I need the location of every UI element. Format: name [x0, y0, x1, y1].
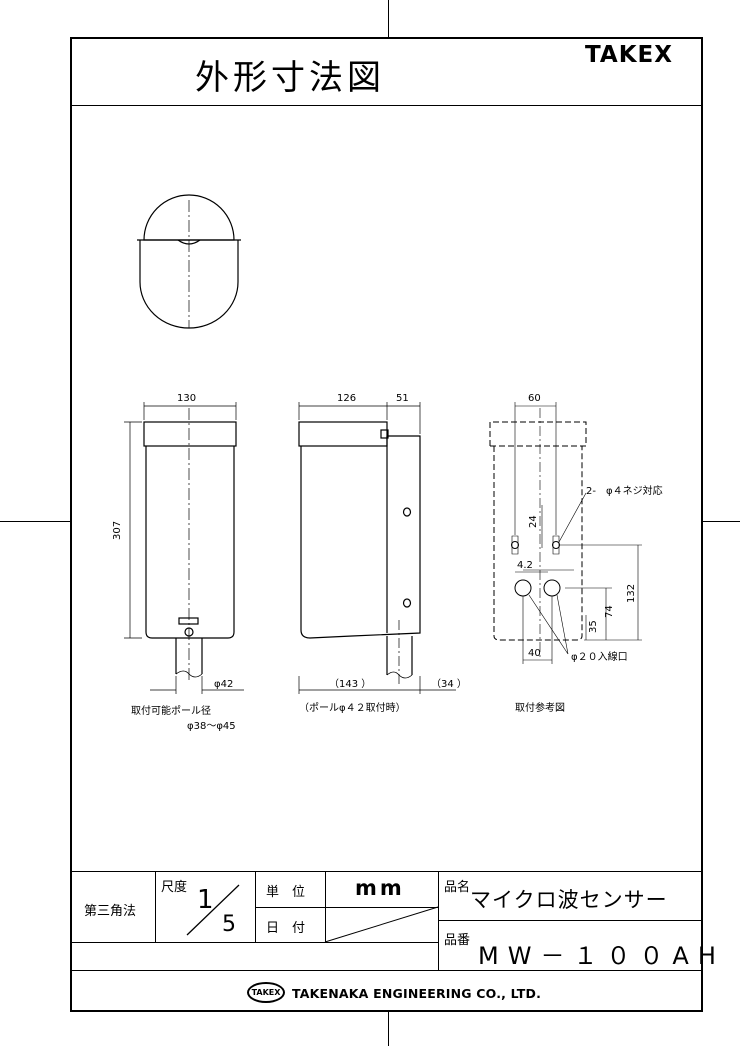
brand-logo: TAKEX [585, 42, 673, 68]
product-name-label: 品名 [444, 880, 471, 895]
front-height-label: 307 [112, 521, 123, 540]
product-name: マイクロ波センサー [470, 888, 668, 912]
back-width-label: 60 [528, 393, 541, 404]
title-block-lower [70, 942, 438, 943]
title-block-top [70, 871, 703, 872]
title-block-col1 [155, 871, 156, 942]
header-divider [70, 105, 703, 106]
dim-35-label: 35 [588, 620, 599, 633]
page-title: 外形寸法図 [195, 58, 385, 98]
dim-74-label: 74 [604, 605, 615, 618]
dim-42-label: 4.2 [517, 560, 533, 571]
scale-label: 尺度 [161, 880, 188, 895]
title-block-col2 [255, 871, 256, 942]
back-view [489, 402, 642, 664]
unit-value: mm [355, 876, 405, 900]
entry-label: φ２０入線口 [571, 650, 628, 663]
drawing-frame [70, 37, 703, 1012]
pole-range-value: φ38～φ45 [187, 721, 236, 732]
product-code-label: 品番 [444, 933, 471, 948]
pole-dia-label: φ42 [214, 679, 233, 690]
title-block-col3 [325, 871, 326, 942]
side-extra-label: 51 [396, 393, 409, 404]
right-center-mark [703, 521, 740, 522]
top-center-mark [388, 0, 389, 37]
title-block-mid [255, 907, 438, 908]
left-center-mark [0, 521, 70, 522]
date-label: 日 付 [266, 921, 306, 936]
title-block-col4 [438, 871, 439, 970]
title-block-bottom [70, 970, 703, 971]
screw-label: 2- φ４ネジ対応 [586, 484, 663, 497]
dim-40-label: 40 [528, 648, 541, 659]
title-block-mid-right [438, 920, 703, 921]
top-view [137, 194, 241, 329]
side-caption: （ポールφ４２取付時） [299, 701, 406, 714]
pole-left-label: （143 ） [329, 678, 371, 690]
pole-range-label: 取付可能ポール径 [131, 704, 211, 717]
projection-label: 第三角法 [84, 904, 137, 919]
pole-right-label: （34 ） [431, 678, 467, 690]
product-code: MW－１００AH [478, 942, 725, 970]
dim-132-label: 132 [626, 584, 637, 603]
side-view [298, 402, 456, 694]
dim-24-label: 24 [528, 515, 539, 528]
scale-numerator: 1 [197, 885, 214, 915]
front-width-label: 130 [177, 393, 196, 404]
front-view [124, 402, 244, 694]
bottom-center-mark [388, 1012, 389, 1046]
back-caption: 取付参考図 [515, 701, 565, 714]
scale-denominator: 5 [222, 912, 236, 937]
unit-label: 単 位 [266, 885, 306, 900]
side-depth-label: 126 [337, 393, 356, 404]
company-name: TAKENAKA ENGINEERING CO., LTD. [292, 986, 542, 1001]
company-logo: TAKEX [247, 982, 285, 1003]
